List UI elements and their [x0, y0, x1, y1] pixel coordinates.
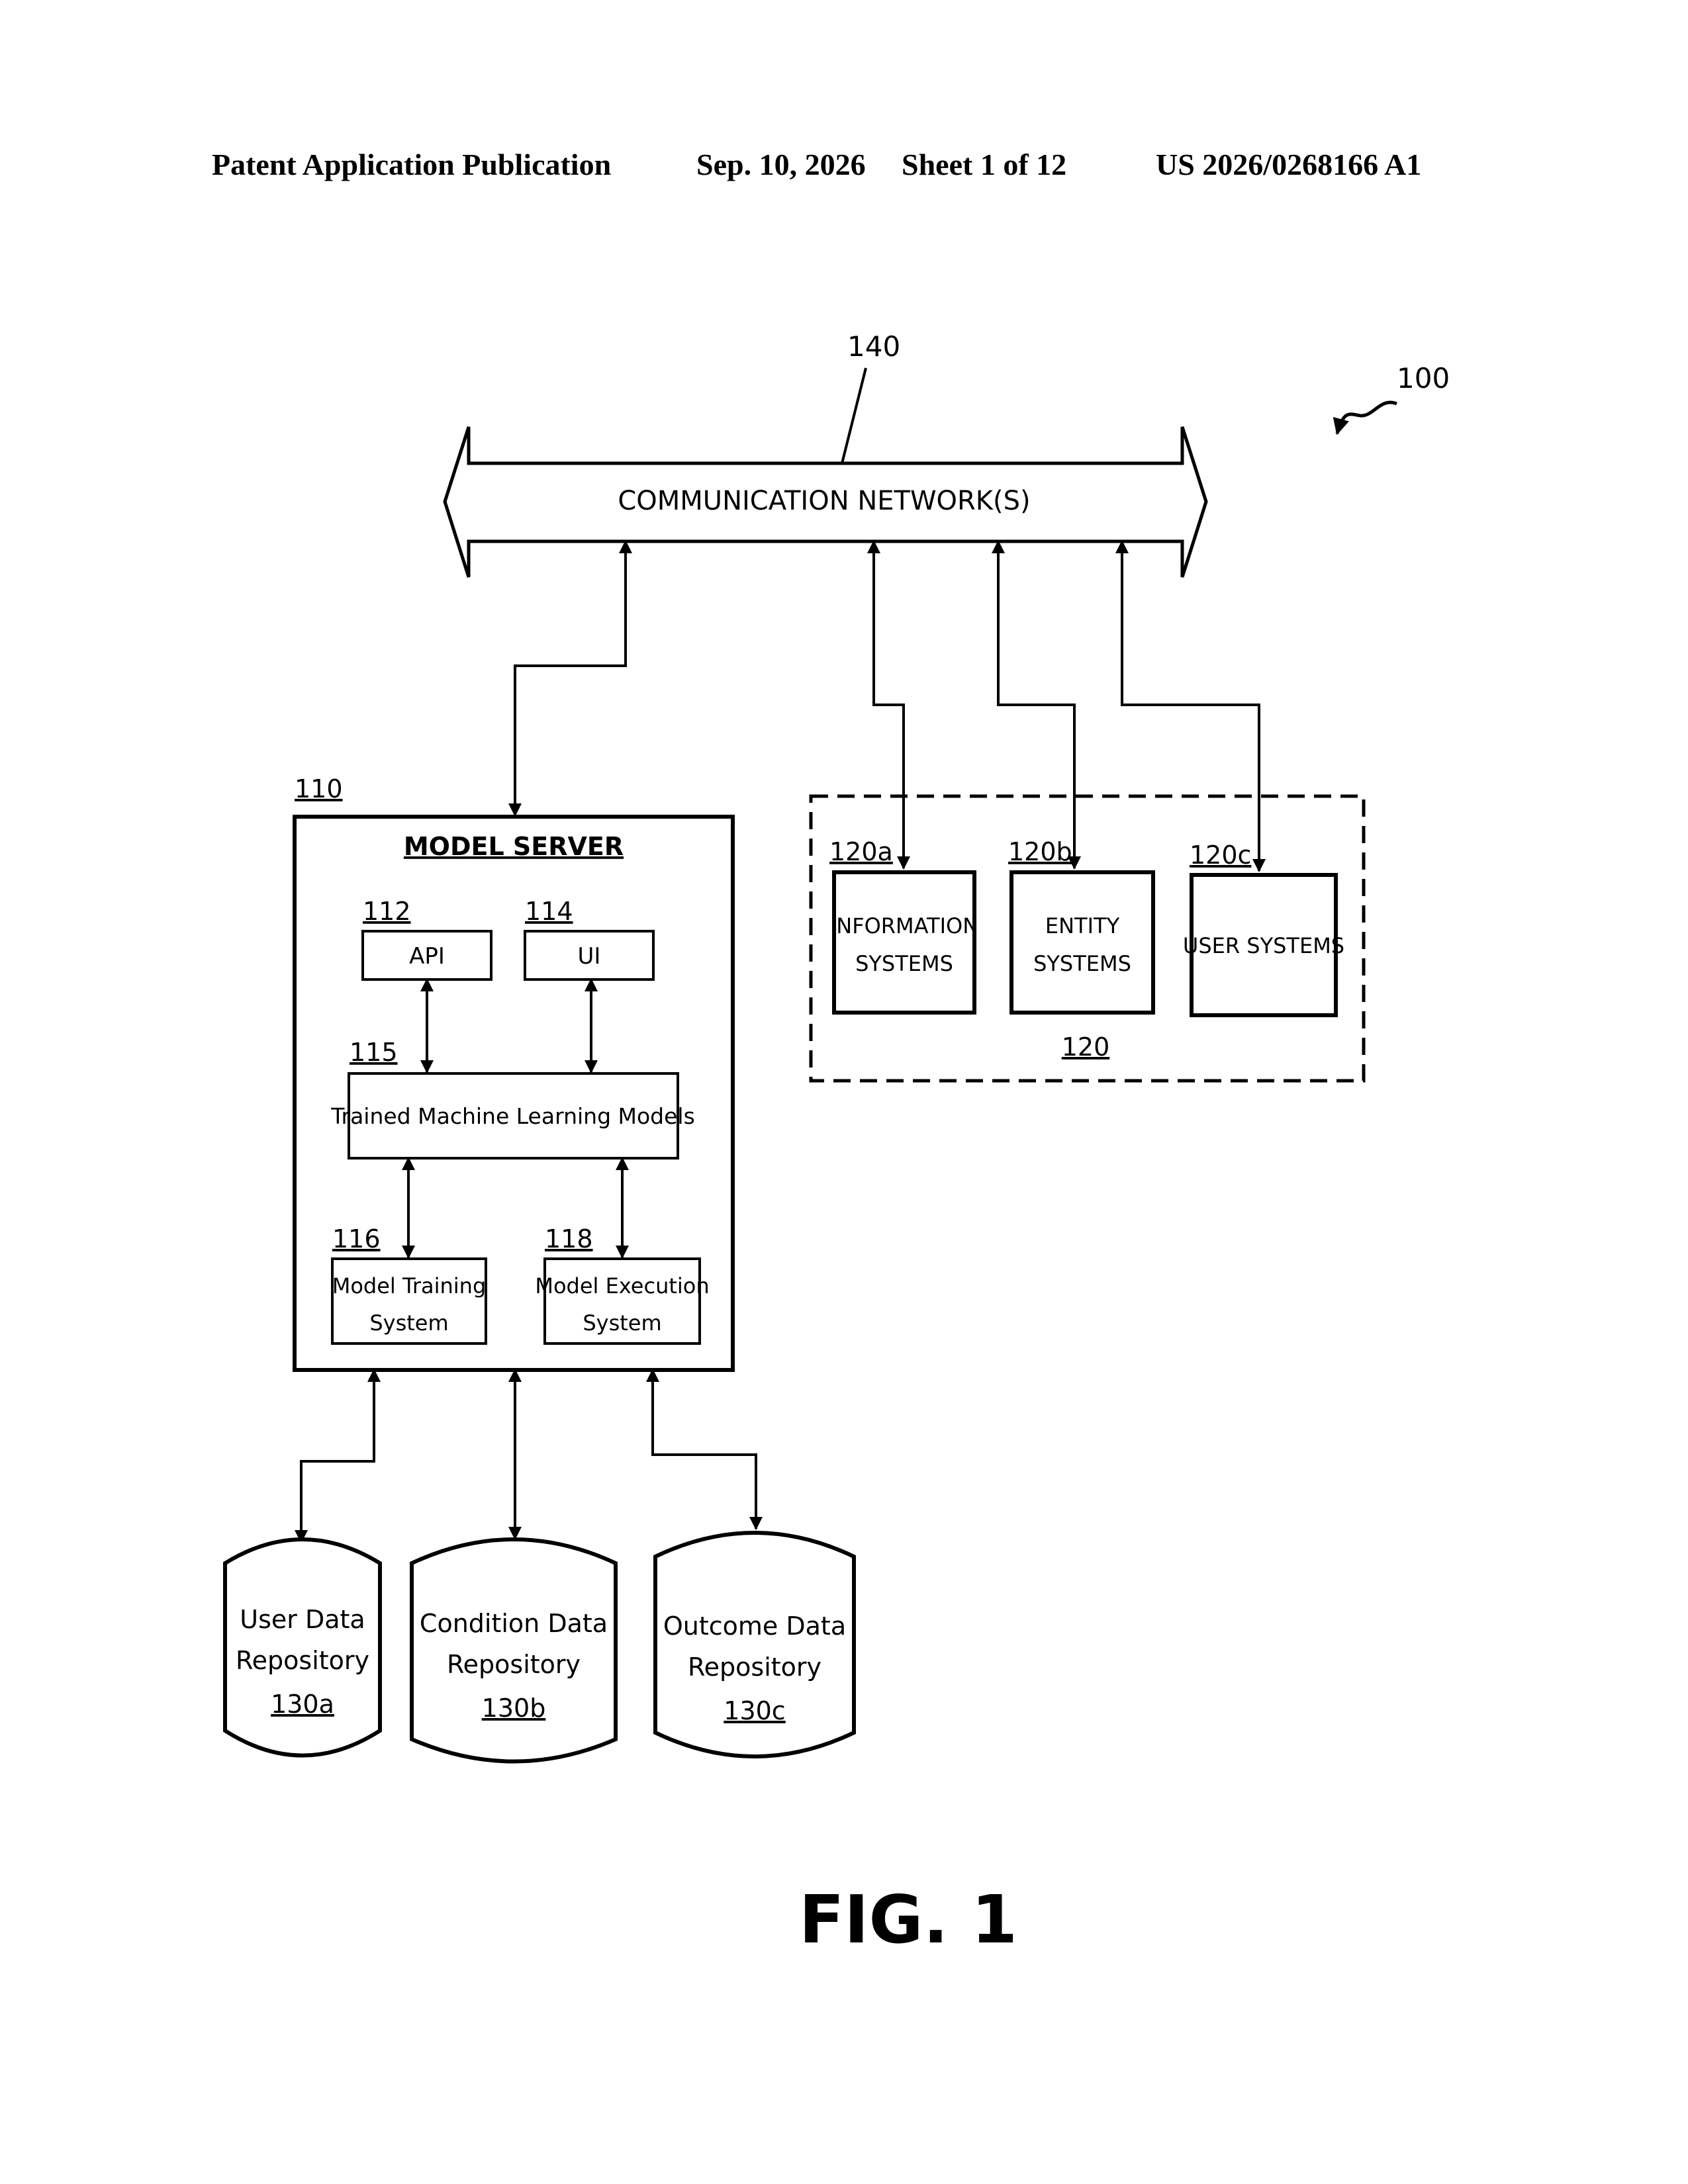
entity-systems-label-line1: ENTITY [1045, 913, 1120, 938]
information-systems-label-line2: SYSTEMS [855, 951, 953, 976]
trained-models-label: Trained Machine Learning Models [330, 1103, 695, 1129]
model-execution-label-line2: System [583, 1310, 661, 1336]
connector-network-information-systems [874, 541, 904, 868]
connector-network-user-systems [1122, 541, 1259, 871]
ref-api-112: 112 [363, 897, 411, 926]
ref-network-140: 140 [847, 330, 900, 363]
ui-label: UI [578, 943, 601, 970]
connector-server-user-data [301, 1370, 374, 1542]
communication-network-label: COMMUNICATION NETWORK(S) [618, 486, 1030, 516]
model-training-label-line1: Model Training [332, 1273, 487, 1298]
ref-model-server-110: 110 [295, 774, 343, 803]
ref-model-training-116: 116 [332, 1224, 381, 1253]
information-systems-label-line1: INFORMATION [830, 913, 978, 938]
connector-server-outcome-data [653, 1370, 756, 1529]
ref-condition-data-repo-130b: 130b [482, 1694, 546, 1723]
model-execution-label-line1: Model Execution [535, 1273, 709, 1298]
entity-systems-label-line2: SYSTEMS [1033, 951, 1131, 976]
api-label: API [409, 943, 445, 970]
ref-entity-systems-120b: 120b [1008, 837, 1072, 866]
ref-user-systems-120c: 120c [1190, 841, 1251, 870]
connector-network-entity-systems [998, 541, 1074, 868]
user-systems-label: USER SYSTEMS [1183, 933, 1344, 958]
ref-model-execution-118: 118 [545, 1224, 593, 1253]
ref-outcome-data-repo-130c: 130c [724, 1696, 785, 1725]
model-server-title: MODEL SERVER [404, 832, 624, 861]
ref-system-100: 100 [1397, 362, 1450, 394]
ref-user-data-repo-130a: 130a [271, 1690, 334, 1719]
information-systems-box [834, 872, 974, 1013]
ref-trained-models-115: 115 [350, 1038, 398, 1067]
condition-data-repo-label-line1: Condition Data [420, 1609, 608, 1638]
connector-network-model-server [515, 541, 626, 815]
outcome-data-repo-label-line1: Outcome Data [663, 1612, 846, 1641]
ref-information-systems-120a: 120a [829, 837, 893, 866]
ref-ui-114: 114 [525, 897, 573, 926]
ref-100-leader [1337, 402, 1397, 433]
ref-external-group-120: 120 [1062, 1032, 1110, 1062]
user-data-repo-label-line1: User Data [240, 1605, 365, 1634]
figure-label: FIG. 1 [799, 1881, 1017, 1958]
model-training-label-line2: System [369, 1310, 448, 1336]
user-data-repo-label-line2: Repository [236, 1646, 369, 1675]
outcome-data-repo-label-line2: Repository [688, 1653, 821, 1682]
condition-data-repo-label-line2: Repository [447, 1650, 581, 1679]
ref-140-leader [842, 368, 866, 463]
entity-systems-box [1011, 872, 1153, 1013]
